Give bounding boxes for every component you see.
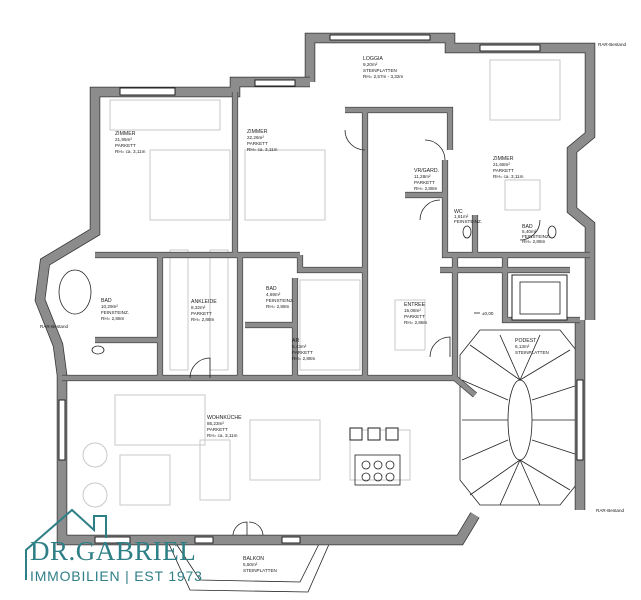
interior-walls — [62, 92, 590, 398]
room-label-zimmer-right: ZIMMER 21,68m² PARKETT RH= ca. 3,11m — [493, 156, 524, 179]
bathtub — [58, 269, 92, 315]
svg-text:15,08m²: 15,08m² — [404, 308, 421, 313]
svg-text:BAD: BAD — [266, 286, 277, 292]
svg-text:±0,00: ±0,00 — [482, 311, 494, 316]
svg-text:6,13m²: 6,13m² — [515, 344, 530, 349]
svg-text:WC: WC — [454, 209, 463, 215]
svg-text:RH= ca. 3,11m: RH= ca. 3,11m — [115, 149, 146, 154]
room-label-zimmer-mid: ZIMMER 22,26m² PARKETT RH= ca. 3,11m — [247, 129, 278, 152]
toilet-icon — [462, 225, 472, 239]
svg-text:PARKETT: PARKETT — [207, 427, 228, 432]
svg-text:22,26m²: 22,26m² — [247, 135, 264, 140]
windows — [58, 34, 584, 544]
room-label-loggia: LOGGIA 9,20m² STEINPLATTEN RH= 2,57m - 3… — [363, 56, 403, 79]
svg-text:RH= 2,88m: RH= 2,88m — [404, 320, 428, 325]
svg-text:PARKETT: PARKETT — [115, 143, 136, 148]
svg-text:STEINPLATTEN: STEINPLATTEN — [515, 350, 549, 355]
svg-text:AR: AR — [292, 338, 299, 344]
svg-text:FEINSTEINZ.: FEINSTEINZ. — [101, 310, 129, 315]
bestand-label: RAR-Bestand — [596, 508, 625, 513]
toilet-icon — [91, 345, 105, 355]
svg-text:PARKETT: PARKETT — [493, 168, 514, 173]
svg-text:FEINSTEINZ.: FEINSTEINZ. — [266, 298, 294, 303]
logo-name: DR.GABRIEL — [30, 536, 197, 566]
staircase — [459, 329, 581, 506]
svg-text:PARKETT: PARKETT — [292, 350, 313, 355]
toilet-icon — [547, 225, 557, 239]
svg-text:BALKON: BALKON — [243, 556, 264, 562]
svg-text:RH= 2,57m - 3,32m: RH= 2,57m - 3,32m — [363, 74, 403, 79]
svg-text:RH= 2,88m: RH= 2,88m — [522, 239, 546, 244]
balcony-outline — [174, 541, 321, 583]
bestand-label: RAR-Bestand — [40, 324, 69, 329]
svg-text:ZIMMER: ZIMMER — [247, 129, 268, 135]
elevator — [511, 274, 568, 321]
room-label-bad-mid: BAD 4,69m² FEINSTEINZ. RH= 2,88m — [266, 286, 294, 309]
room-label-entree: ENTREE 15,08m² PARKETT RH= 2,88m — [404, 302, 428, 325]
svg-text:RH= 2,88m: RH= 2,88m — [191, 317, 215, 322]
svg-text:4,69m²: 4,69m² — [266, 292, 281, 297]
kitchen-island — [349, 427, 401, 486]
svg-text:21,68m²: 21,68m² — [493, 162, 510, 167]
svg-text:PARKETT: PARKETT — [404, 314, 425, 319]
svg-text:PARKETT: PARKETT — [191, 311, 212, 316]
room-label-ar: AR 5,43m² PARKETT RH= 2,88m — [292, 338, 316, 361]
room-label-balkon: BALKON 5,50m² STEINPLATTEN — [243, 556, 277, 573]
room-label-ankleide: ANKLEIDE 8,32m² PARKETT RH= 2,88m — [191, 299, 217, 322]
room-label-bad-left: BAD 10,29m² FEINSTEINZ. RH= 2,88m — [101, 298, 129, 321]
svg-text:8,32m²: 8,32m² — [191, 305, 206, 310]
svg-text:85,23m²: 85,23m² — [207, 421, 224, 426]
svg-text:LOGGIA: LOGGIA — [363, 56, 383, 62]
svg-text:10,29m²: 10,29m² — [101, 304, 118, 309]
svg-text:ENTREE: ENTREE — [404, 302, 426, 308]
svg-text:ANKLEIDE: ANKLEIDE — [191, 299, 217, 305]
svg-text:11,28m²: 11,28m² — [414, 174, 431, 179]
svg-text:STEINPLATTEN: STEINPLATTEN — [243, 568, 277, 573]
bestand-label: RAR-Bestand — [598, 42, 627, 47]
logo-tagline: IMMOBILIEN | EST 1973 — [30, 568, 203, 584]
svg-text:RH= 2,88m: RH= 2,88m — [101, 316, 125, 321]
svg-text:ZIMMER: ZIMMER — [115, 131, 136, 137]
logo-house-icon — [25, 508, 107, 580]
svg-text:RH= 2,88m: RH= 2,88m — [414, 186, 438, 191]
doors — [189, 129, 541, 536]
svg-text:PARKETT: PARKETT — [414, 180, 435, 185]
svg-text:1,61m²: 1,61m² — [454, 214, 469, 219]
svg-text:FEINSTEINZ.: FEINSTEINZ. — [454, 219, 482, 224]
svg-text:RH= ca. 3,11m: RH= ca. 3,11m — [493, 174, 524, 179]
svg-text:5,50m²: 5,50m² — [243, 562, 258, 567]
svg-text:RH= ca. 3,11m: RH= ca. 3,11m — [207, 433, 238, 438]
room-label-bad-right: BAD 5,40m² FEINSTEINZ. RH= 2,88m — [522, 224, 550, 244]
level-marker: ±0,00 — [474, 311, 494, 316]
room-label-wc: WC 1,61m² FEINSTEINZ. — [454, 209, 482, 224]
svg-text:5,40m²: 5,40m² — [522, 229, 537, 234]
furniture — [82, 59, 561, 508]
svg-text:5,43m²: 5,43m² — [292, 344, 307, 349]
svg-text:STEINPLATTEN: STEINPLATTEN — [363, 68, 397, 73]
svg-text:RH= 2,88m: RH= 2,88m — [292, 356, 316, 361]
room-label-vrgard: VR/GARD. 11,28m² PARKETT RH= 2,88m — [414, 168, 439, 191]
svg-text:ZIMMER: ZIMMER — [493, 156, 514, 162]
room-label-wohnkueche: WOHNKÜCHE 85,23m² PARKETT RH= ca. 3,11m — [207, 414, 242, 438]
svg-text:PARKETT: PARKETT — [247, 141, 268, 146]
room-label-zimmer-left: ZIMMER 21,95m² PARKETT RH= ca. 3,11m — [115, 131, 146, 154]
svg-text:RH= ca. 3,11m: RH= ca. 3,11m — [247, 147, 278, 152]
svg-text:21,95m²: 21,95m² — [115, 137, 132, 142]
svg-text:PODEST: PODEST — [515, 338, 537, 344]
svg-text:BAD: BAD — [101, 298, 112, 304]
svg-text:9,20m²: 9,20m² — [363, 62, 378, 67]
svg-text:VR/GARD.: VR/GARD. — [414, 168, 439, 174]
svg-text:FEINSTEINZ.: FEINSTEINZ. — [522, 234, 550, 239]
svg-text:WOHNKÜCHE: WOHNKÜCHE — [207, 414, 242, 421]
room-label-podest: PODEST 6,13m² STEINPLATTEN — [515, 338, 549, 355]
svg-text:RH= 2,88m: RH= 2,88m — [266, 304, 290, 309]
svg-text:BAD: BAD — [522, 224, 533, 230]
